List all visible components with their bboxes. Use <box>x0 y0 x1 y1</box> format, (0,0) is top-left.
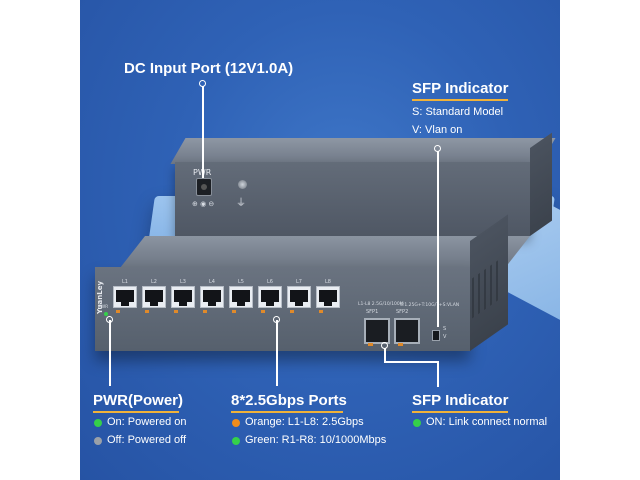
sfp-slot-1 <box>364 318 390 344</box>
sfp-indicator-bottom-title: SFP Indicator <box>412 392 509 409</box>
back-device-rear-panel <box>175 162 530 236</box>
sfp-bottom-leader-line-1 <box>384 348 386 362</box>
port-label: L8 <box>325 279 331 285</box>
ports-underline <box>231 411 343 413</box>
sfp-led-icon <box>368 343 373 346</box>
ground-screw-icon <box>238 180 247 189</box>
ports-orange-text: Orange: L1-L8: 2.5Gbps <box>245 416 364 428</box>
green-dot-icon <box>232 437 240 445</box>
port-led-icon <box>171 310 195 313</box>
rj45-port <box>200 286 224 308</box>
sfp-note-2: S:1.25G+T:10G/T+S:VLAN <box>400 303 460 308</box>
port-label: L6 <box>267 279 273 285</box>
ground-icon: ⏚ <box>236 198 246 209</box>
port-label: L2 <box>151 279 157 285</box>
port-led-row <box>113 310 340 313</box>
green-dot-icon <box>413 419 421 427</box>
callout-dot-icon <box>106 316 113 323</box>
pwr-underline <box>93 411 179 413</box>
switch-label-v: V <box>443 334 447 340</box>
sfp-note: L1-L8 2.5G/10/100M <box>358 302 404 307</box>
sfp-top-underline <box>412 99 508 101</box>
sfp1-label: SFP1 <box>366 309 379 315</box>
sfp-top-line-2: V: Vlan on <box>412 124 463 136</box>
pwr-title: PWR(Power) <box>93 392 183 409</box>
port-led-icon <box>229 310 253 313</box>
sfp-slot-2 <box>394 318 420 344</box>
port-led-icon <box>287 310 311 313</box>
pwr-led-icon <box>104 312 108 316</box>
port-label: L1 <box>122 279 128 285</box>
switch-label-s: S <box>443 326 447 332</box>
front-device-top <box>120 236 531 268</box>
pwr-leader-line <box>109 320 111 386</box>
green-dot-icon <box>94 419 102 427</box>
port-led-icon <box>200 310 224 313</box>
port-led-icon <box>113 310 137 313</box>
port-label: L5 <box>238 279 244 285</box>
dc-input-jack <box>196 178 212 196</box>
orange-dot-icon <box>232 419 240 427</box>
pwr-on-text: On: Powered on <box>107 416 187 428</box>
sfp-led-icon <box>398 343 403 346</box>
sfp-top-leader-line <box>437 151 439 327</box>
port-led-icon <box>316 310 340 313</box>
rj45-port <box>287 286 311 308</box>
rj45-port <box>229 286 253 308</box>
port-label: L3 <box>180 279 186 285</box>
ports-leader-line <box>276 320 278 386</box>
product-panel: PWR ⊕ ◉ ⊖ ⏚ YuanLey PWR L1 L2 L3 L4 L5 L… <box>80 0 560 480</box>
rj45-port <box>258 286 282 308</box>
port-label: L4 <box>209 279 215 285</box>
pwr-off-text: Off: Powered off <box>107 434 187 446</box>
callout-dot-icon <box>381 342 388 349</box>
callout-dot-icon <box>273 316 280 323</box>
back-device-top <box>170 138 556 164</box>
gray-dot-icon <box>94 437 102 445</box>
polarity-symbol: ⊕ ◉ ⊖ <box>192 200 215 208</box>
port-labels: L1 L2 L3 L4 L5 L6 L7 L8 <box>113 279 340 285</box>
rj45-port <box>171 286 195 308</box>
rj45-port-row <box>113 286 340 308</box>
sfp-bottom-leader-line-2 <box>437 361 439 387</box>
rj45-port <box>316 286 340 308</box>
rj45-port <box>113 286 137 308</box>
ports-green-text: Green: R1-R8: 10/1000Mbps <box>245 434 387 446</box>
port-led-icon <box>258 310 282 313</box>
port-label: L7 <box>296 279 302 285</box>
dc-input-leader-line <box>202 86 204 178</box>
ports-title: 8*2.5Gbps Ports <box>231 392 347 409</box>
dc-input-title: DC Input Port (12V1.0A) <box>124 60 294 77</box>
sfp-top-line-1: S: Standard Model <box>412 106 504 118</box>
back-device-side <box>530 132 552 236</box>
rj45-port <box>142 286 166 308</box>
port-led-icon <box>142 310 166 313</box>
sfp-bottom-leader-horizontal <box>384 361 438 363</box>
sfp-mode-switch <box>432 330 440 341</box>
sfp-on-text: ON: Link connect normal <box>426 416 548 428</box>
sfp-indicator-top-title: SFP Indicator <box>412 80 509 97</box>
sfp2-label: SFP2 <box>396 309 409 315</box>
sfp-bottom-underline <box>412 411 508 413</box>
pwr-text: PWR <box>98 305 109 310</box>
